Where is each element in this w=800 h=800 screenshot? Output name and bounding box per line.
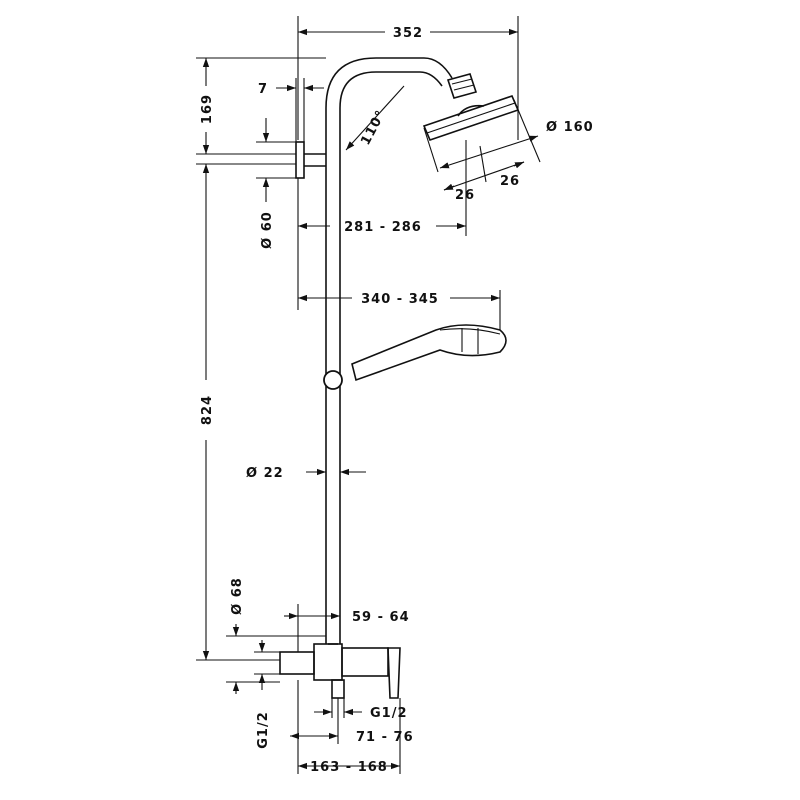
- overhead-arm: [325, 57, 453, 109]
- dim-mixer-diameter: [226, 624, 326, 694]
- wall-holder: [295, 141, 326, 179]
- hand-shower: [351, 324, 507, 382]
- label-mixer-offset: 59 - 64: [352, 610, 410, 625]
- slider-knob: [323, 370, 343, 390]
- mixer-body: [279, 643, 401, 699]
- dim-arm-reach: [298, 140, 467, 236]
- label-top-height: 169: [200, 94, 215, 124]
- label-hand-reach: 340 - 345: [361, 292, 439, 307]
- dim-wall-gap: [276, 78, 324, 142]
- dim-mixer-projection: [298, 698, 401, 774]
- dim-inlet-thread: [254, 640, 280, 690]
- label-pipe-diameter: Ø 22: [246, 466, 284, 481]
- label-total-width: 352: [393, 26, 423, 41]
- overhead-shower-head: [422, 95, 520, 141]
- dim-nozzle-spacing: [443, 145, 525, 191]
- dim-mixer-depth: [290, 680, 339, 774]
- dim-head-diameter: [423, 99, 541, 173]
- label-main-height: 824: [200, 395, 215, 425]
- dim-top-height: [196, 57, 326, 155]
- dim-mixer-offset: [284, 604, 340, 652]
- label-mixer-diameter: Ø 68: [230, 577, 245, 615]
- label-outlet-thread: G1/2: [370, 706, 408, 721]
- label-mixer-depth: 71 - 76: [356, 730, 414, 745]
- dim-outlet-thread: [314, 698, 362, 718]
- label-nozzle-right: 26: [500, 174, 520, 189]
- dim-arm-angle: [345, 85, 405, 151]
- dim-main-height: [196, 163, 296, 661]
- label-nozzle-left: 26: [455, 188, 475, 203]
- label-head-diameter: Ø 160: [546, 120, 594, 135]
- label-wall-gap: 7: [258, 82, 268, 97]
- label-inlet-thread: G1/2: [256, 711, 271, 749]
- label-mixer-projection: 163 - 168: [310, 760, 388, 775]
- dim-holder-diameter: [256, 118, 296, 202]
- dim-hand-reach: [297, 178, 501, 330]
- label-angle: 110°: [358, 108, 389, 148]
- dim-total-width: [297, 16, 519, 140]
- swivel-joint: [446, 73, 478, 99]
- label-holder-diameter: Ø 60: [260, 211, 275, 249]
- label-arm-reach: 281 - 286: [344, 220, 422, 235]
